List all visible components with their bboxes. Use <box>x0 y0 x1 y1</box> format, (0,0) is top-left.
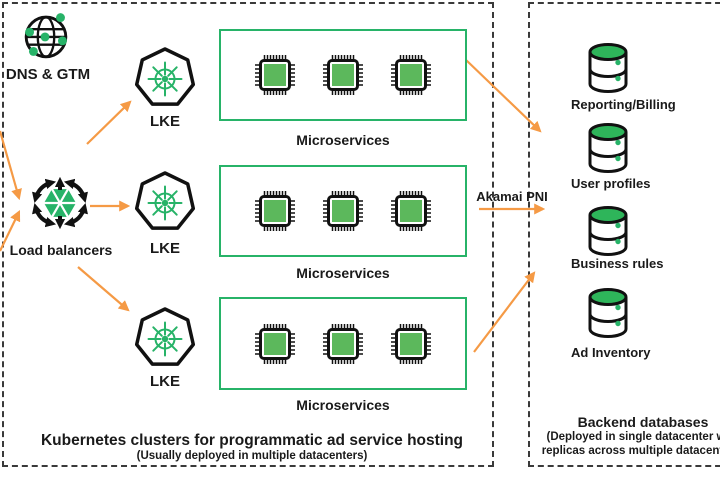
chip-icon <box>390 54 432 96</box>
lke-label-3: LKE <box>150 373 180 390</box>
microservices-label-3: Microservices <box>296 397 390 413</box>
load-balancers-label: Load balancers <box>9 242 113 258</box>
microservices-box-1 <box>219 29 467 121</box>
globe-icon <box>24 13 68 59</box>
load-balancer-icon <box>32 176 88 230</box>
kubernetes-lke-icon-3 <box>134 307 196 366</box>
chip-icon <box>390 190 432 232</box>
left-panel-caption-subtitle: (Usually deployed in multiple datacenter… <box>136 450 368 462</box>
kubernetes-clusters-panel <box>2 2 494 467</box>
database-label-user-profiles: User profiles <box>571 176 651 191</box>
backend-databases-panel <box>528 2 720 467</box>
chip-icon <box>322 322 364 365</box>
microservices-label-1: Microservices <box>296 132 390 148</box>
database-icon-user-profiles <box>588 123 628 173</box>
external-to-loadbalancer-arrow-2 <box>0 210 21 252</box>
microservices-box-3 <box>219 297 467 390</box>
akamai-pni-label: Akamai PNI <box>476 189 548 204</box>
database-icon-ad-inventory <box>588 288 628 338</box>
loadbalancer-to-lke3-arrow <box>77 266 130 312</box>
database-label-ad-inventory: Ad Inventory <box>571 345 651 360</box>
loadbalancer-to-lke1-arrow <box>86 100 132 145</box>
chip-icon <box>322 190 364 232</box>
left-panel-caption-title: Kubernetes clusters for programmatic ad … <box>40 432 464 449</box>
kubernetes-lke-icon-2 <box>134 171 196 230</box>
right-panel-caption-subtitle-line2: replicas across multiple datacenters) <box>541 445 720 457</box>
chip-icon <box>322 54 364 96</box>
chip-icon <box>254 54 296 96</box>
microservices-label-2: Microservices <box>296 265 390 281</box>
dns-gtm-label: DNS & GTM <box>5 66 91 83</box>
external-to-loadbalancer-arrow-1 <box>0 130 22 201</box>
right-panel-caption-title: Backend databases <box>577 414 709 430</box>
microservices3-to-databases-arrow <box>473 271 536 353</box>
database-icon-business-rules <box>588 206 628 256</box>
lke-label-1: LKE <box>150 113 180 130</box>
microservices1-to-databases-arrow <box>464 58 542 133</box>
chip-icon <box>390 322 432 365</box>
chip-icon <box>254 322 296 365</box>
database-icon-reporting-billing <box>588 43 628 93</box>
lke-label-2: LKE <box>150 240 180 257</box>
kubernetes-lke-icon-1 <box>134 47 196 106</box>
database-label-reporting-billing: Reporting/Billing <box>571 97 676 112</box>
chip-icon <box>254 190 296 232</box>
microservices-box-2 <box>219 165 467 257</box>
right-panel-caption-subtitle-line1: (Deployed in single datacenter with <box>546 431 720 443</box>
database-label-business-rules: Business rules <box>571 256 664 271</box>
